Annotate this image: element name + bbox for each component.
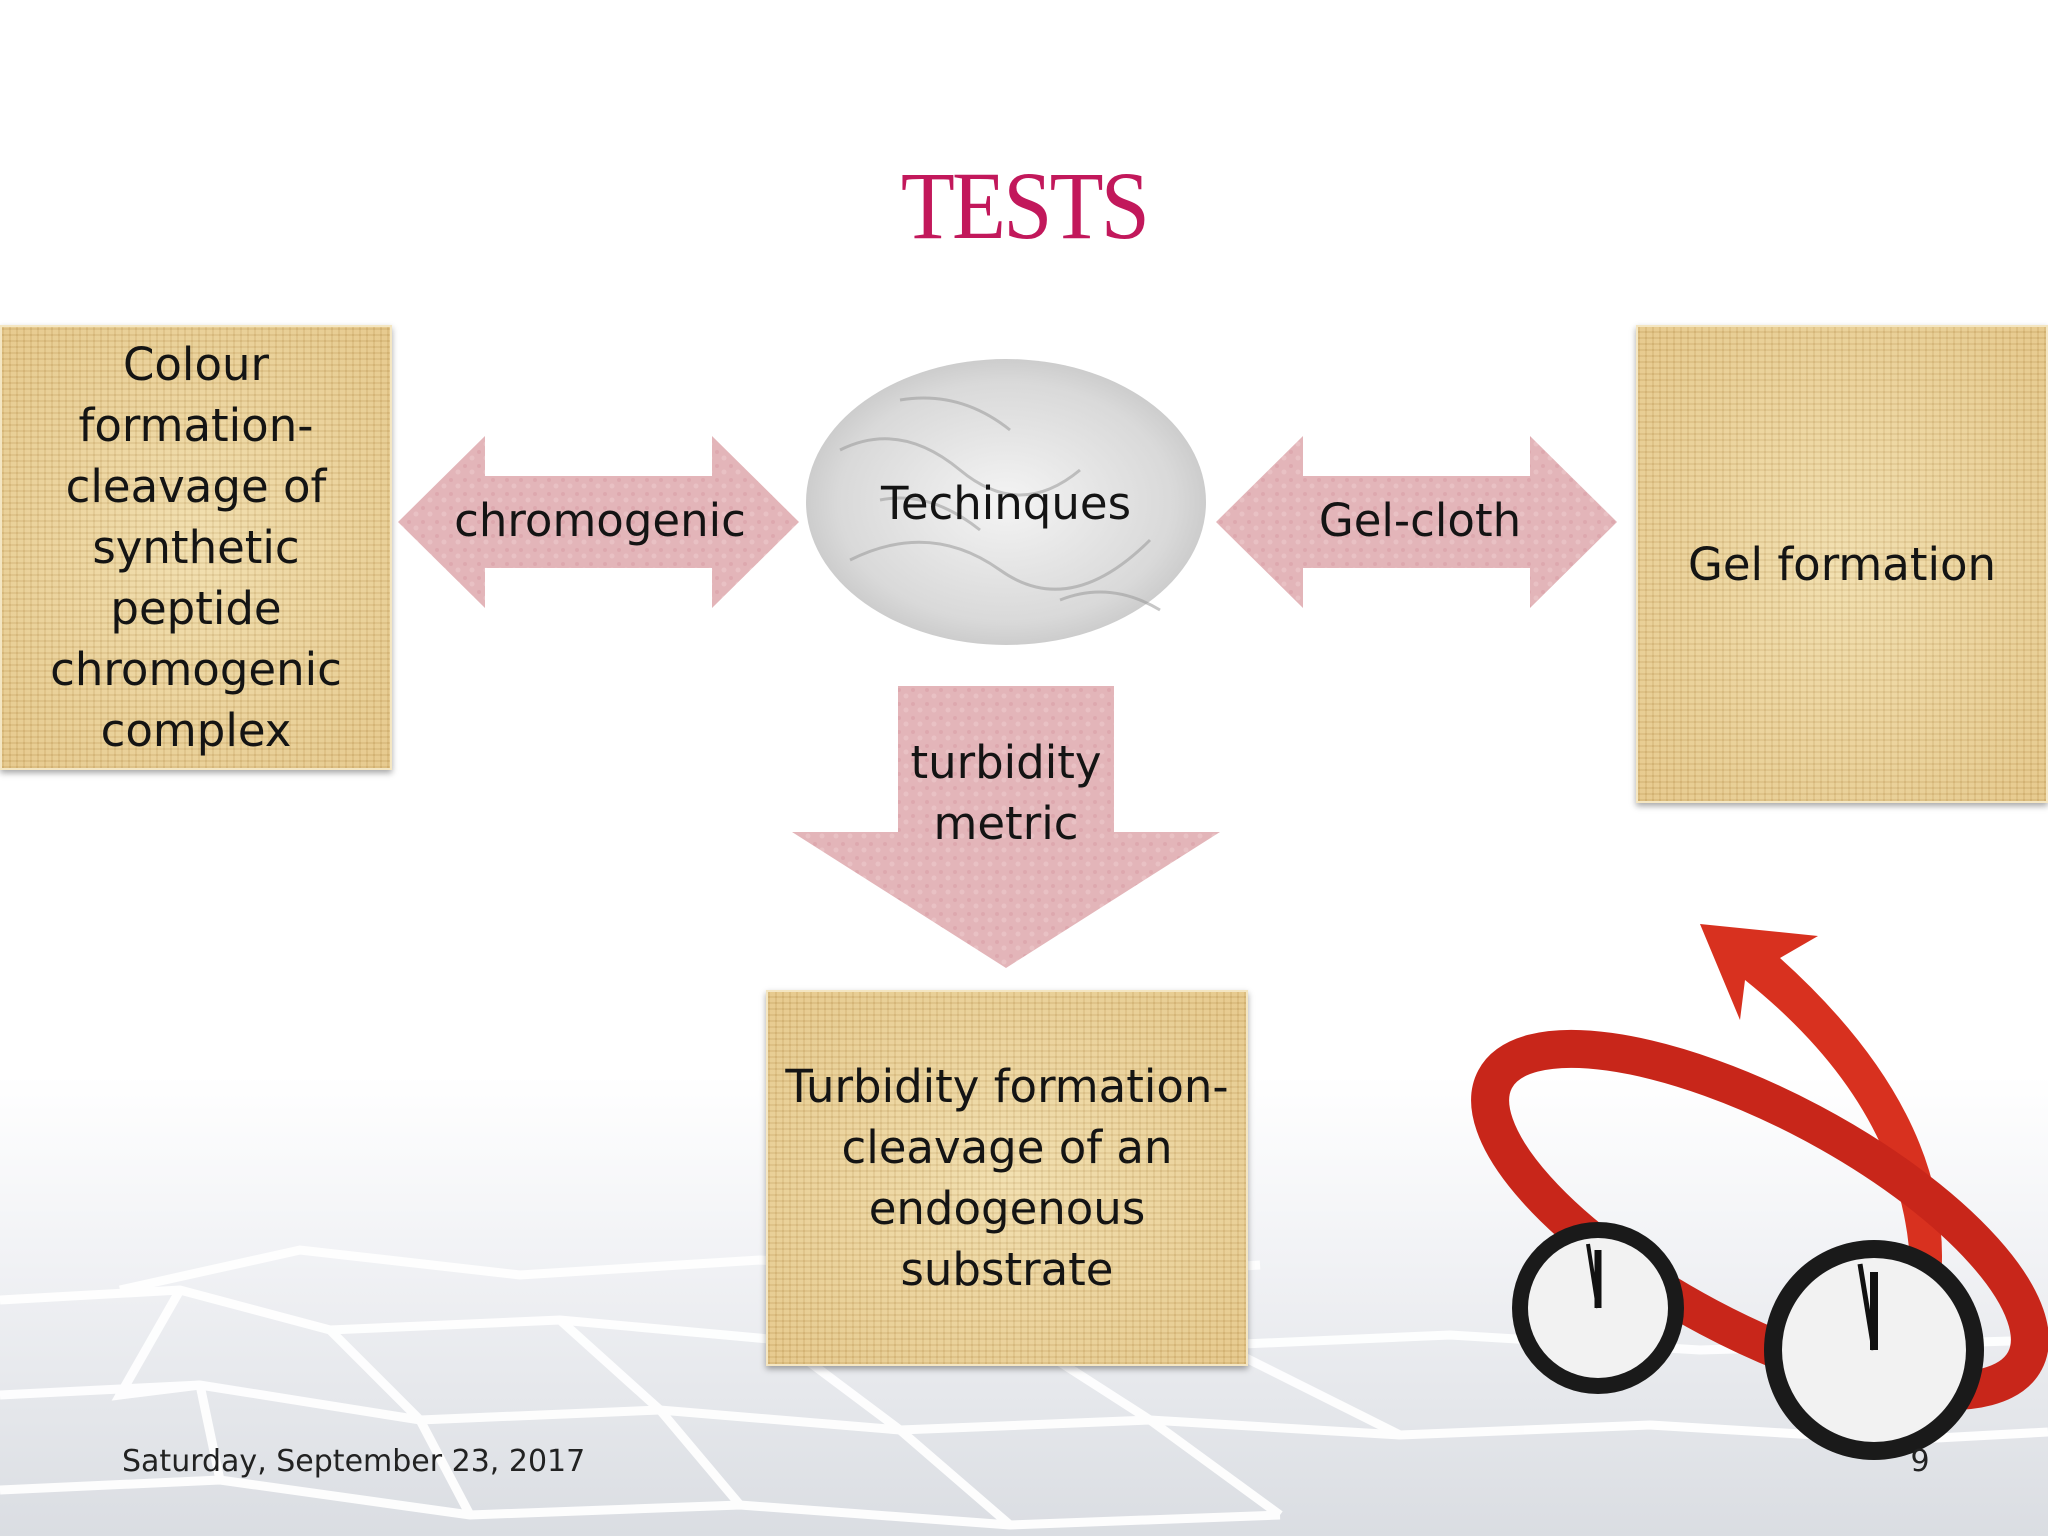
turbidity-result-box: Turbidity formation- cleavage of an endo… xyxy=(766,990,1248,1366)
box-line: Turbidity formation- xyxy=(785,1060,1229,1113)
box-line: complex xyxy=(100,704,292,757)
chromogenic-arrow-label: chromogenic xyxy=(454,494,746,547)
right-double-arrow xyxy=(1216,436,1617,608)
turbidity-arrow-label-line2: metric xyxy=(933,797,1079,850)
box-line: chromogenic xyxy=(50,643,342,696)
slide-title: TESTS xyxy=(900,152,1150,259)
box-line: cleavage of xyxy=(65,460,327,513)
techniques-label: Techinques xyxy=(880,477,1132,530)
gel-formation-box: Gel formation xyxy=(1636,325,2048,803)
box-line: peptide xyxy=(110,582,282,635)
box-line: substrate xyxy=(900,1243,1114,1296)
footer-date: Saturday, September 23, 2017 xyxy=(122,1444,586,1479)
box-line: Colour xyxy=(122,338,269,391)
box-line: formation- xyxy=(78,399,314,452)
clock-ribbon-decoration xyxy=(1471,924,2048,1460)
box-line: endogenous xyxy=(868,1182,1146,1235)
box-line: cleavage of an xyxy=(841,1121,1173,1174)
box-text: Gel formation xyxy=(1687,537,1997,591)
turbidity-arrow-label-line1: turbidity xyxy=(910,736,1102,789)
gel-cloth-arrow-label: Gel-cloth xyxy=(1318,494,1522,547)
left-double-arrow xyxy=(398,436,799,608)
box-line: synthetic xyxy=(92,521,300,574)
chromogenic-result-box: Colour formation- cleavage of synthetic … xyxy=(0,325,392,770)
down-arrow xyxy=(792,686,1220,968)
page-number: 9 xyxy=(1910,1444,1930,1479)
